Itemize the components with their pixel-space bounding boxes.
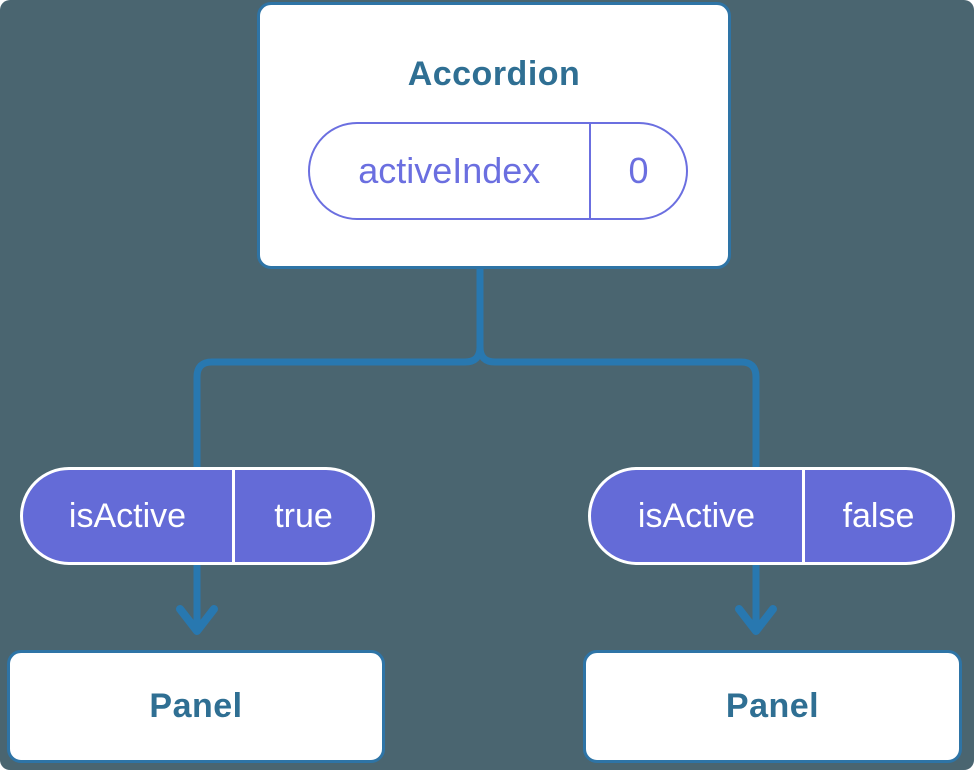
accordion-node: Accordion activeIndex 0 [257, 2, 731, 269]
branch-left-line [193, 266, 484, 628]
prop-pill-divider [802, 470, 805, 562]
prop-pill-divider [232, 470, 235, 562]
state-pill: activeIndex 0 [308, 122, 688, 220]
arrow-down-icon [176, 605, 218, 635]
prop-value-label: false [842, 496, 915, 535]
state-pill-divider [588, 124, 591, 218]
panel-node-right: Panel [583, 650, 962, 763]
arrow-down-icon [735, 605, 777, 635]
prop-name-label: isActive [637, 496, 756, 535]
panel-node-left: Panel [7, 650, 385, 763]
prop-name-label: isActive [68, 496, 187, 535]
state-value-label: 0 [628, 150, 649, 191]
state-name-label: activeIndex [358, 150, 541, 191]
accordion-node-label: Accordion [407, 55, 581, 93]
prop-value-label: true [274, 496, 333, 535]
prop-pill-isactive-false: isActive false [588, 467, 955, 565]
panel-node-label: Panel [149, 687, 243, 725]
panel-node-label: Panel [725, 687, 820, 725]
prop-pill-isactive-true: isActive true [20, 467, 375, 565]
branch-right-line [476, 266, 760, 628]
